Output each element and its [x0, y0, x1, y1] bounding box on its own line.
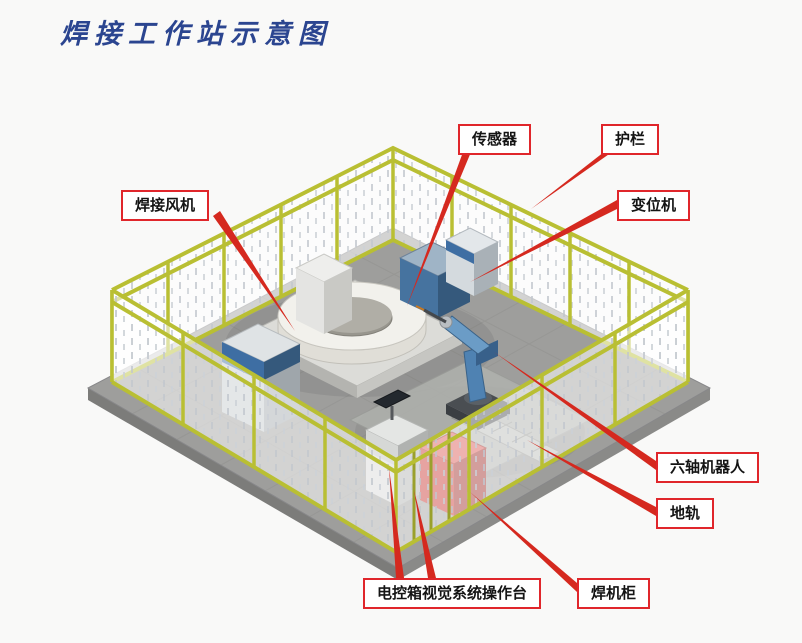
label-positioner: 变位机 [617, 190, 691, 221]
leader-welding-fan [213, 211, 295, 331]
leader-console-1 [389, 468, 404, 578]
rear-machine-cabinet [294, 253, 354, 334]
leader-positioner [470, 200, 617, 282]
leader-lines [213, 152, 656, 592]
leader-ground-rail [527, 440, 656, 516]
leader-six-axis-robot [494, 352, 656, 470]
leader-console-2 [414, 490, 436, 578]
leader-fence [531, 152, 612, 209]
fence-back-rails [111, 145, 689, 384]
label-ground-rail: 地轨 [656, 498, 715, 529]
page-title: 焊接工作站示意图 [60, 19, 332, 49]
leader-welder-cabinet [470, 492, 577, 592]
label-sensor: 传感器 [458, 124, 532, 155]
label-console: 电控箱视觉系统操作台 [363, 578, 542, 609]
sensor-unit [444, 227, 500, 296]
label-welder-cabinet: 焊机柜 [577, 578, 651, 609]
leader-sensor [407, 152, 471, 306]
fence-gate-bars [412, 430, 451, 542]
fence-front-posts [110, 290, 690, 552]
label-welding-fan: 焊接风机 [121, 190, 210, 221]
label-fence: 护栏 [601, 124, 660, 155]
label-six-axis-robot: 六轴机器人 [656, 452, 760, 483]
